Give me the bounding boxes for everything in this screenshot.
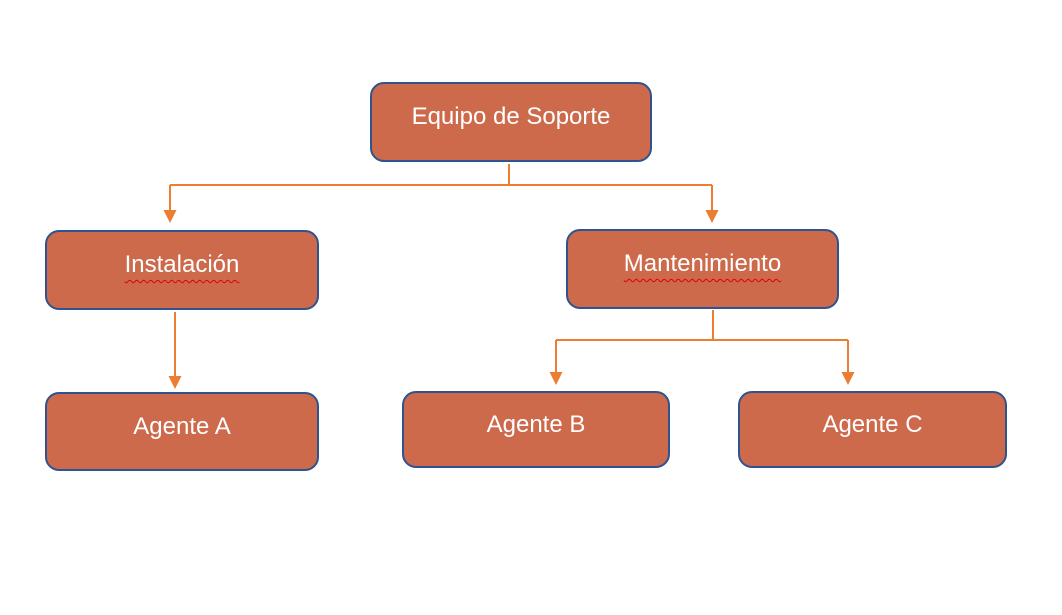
node-label: Agente C: [822, 410, 923, 438]
node-mantenimiento[interactable]: Mantenimiento: [566, 229, 839, 309]
node-label: Agente A: [133, 412, 231, 440]
node-instalacion[interactable]: Instalación: [45, 230, 319, 310]
arrowhead-to-agente-a: [168, 376, 182, 389]
connector-mantenimiento-to-agents[interactable]: [549, 310, 855, 385]
node-agente-c[interactable]: Agente C: [738, 391, 1007, 468]
connector-root-to-branches[interactable]: [163, 164, 719, 223]
node-label: Mantenimiento: [623, 250, 782, 277]
node-equipo-de-soporte[interactable]: Equipo de Soporte: [370, 82, 652, 162]
node-agente-b[interactable]: Agente B: [402, 391, 670, 468]
node-label: Agente B: [486, 410, 586, 438]
connector-instalacion-to-agente-a[interactable]: [168, 312, 182, 389]
node-label: Equipo de Soporte: [411, 103, 611, 130]
node-label: Instalación: [124, 251, 240, 278]
node-agente-a[interactable]: Agente A: [45, 392, 319, 471]
arrowhead-to-agente-c: [841, 372, 855, 385]
arrowhead-to-instalacion: [163, 210, 177, 223]
arrowhead-to-mantenimiento: [705, 210, 719, 223]
arrowhead-to-agente-b: [549, 372, 563, 385]
